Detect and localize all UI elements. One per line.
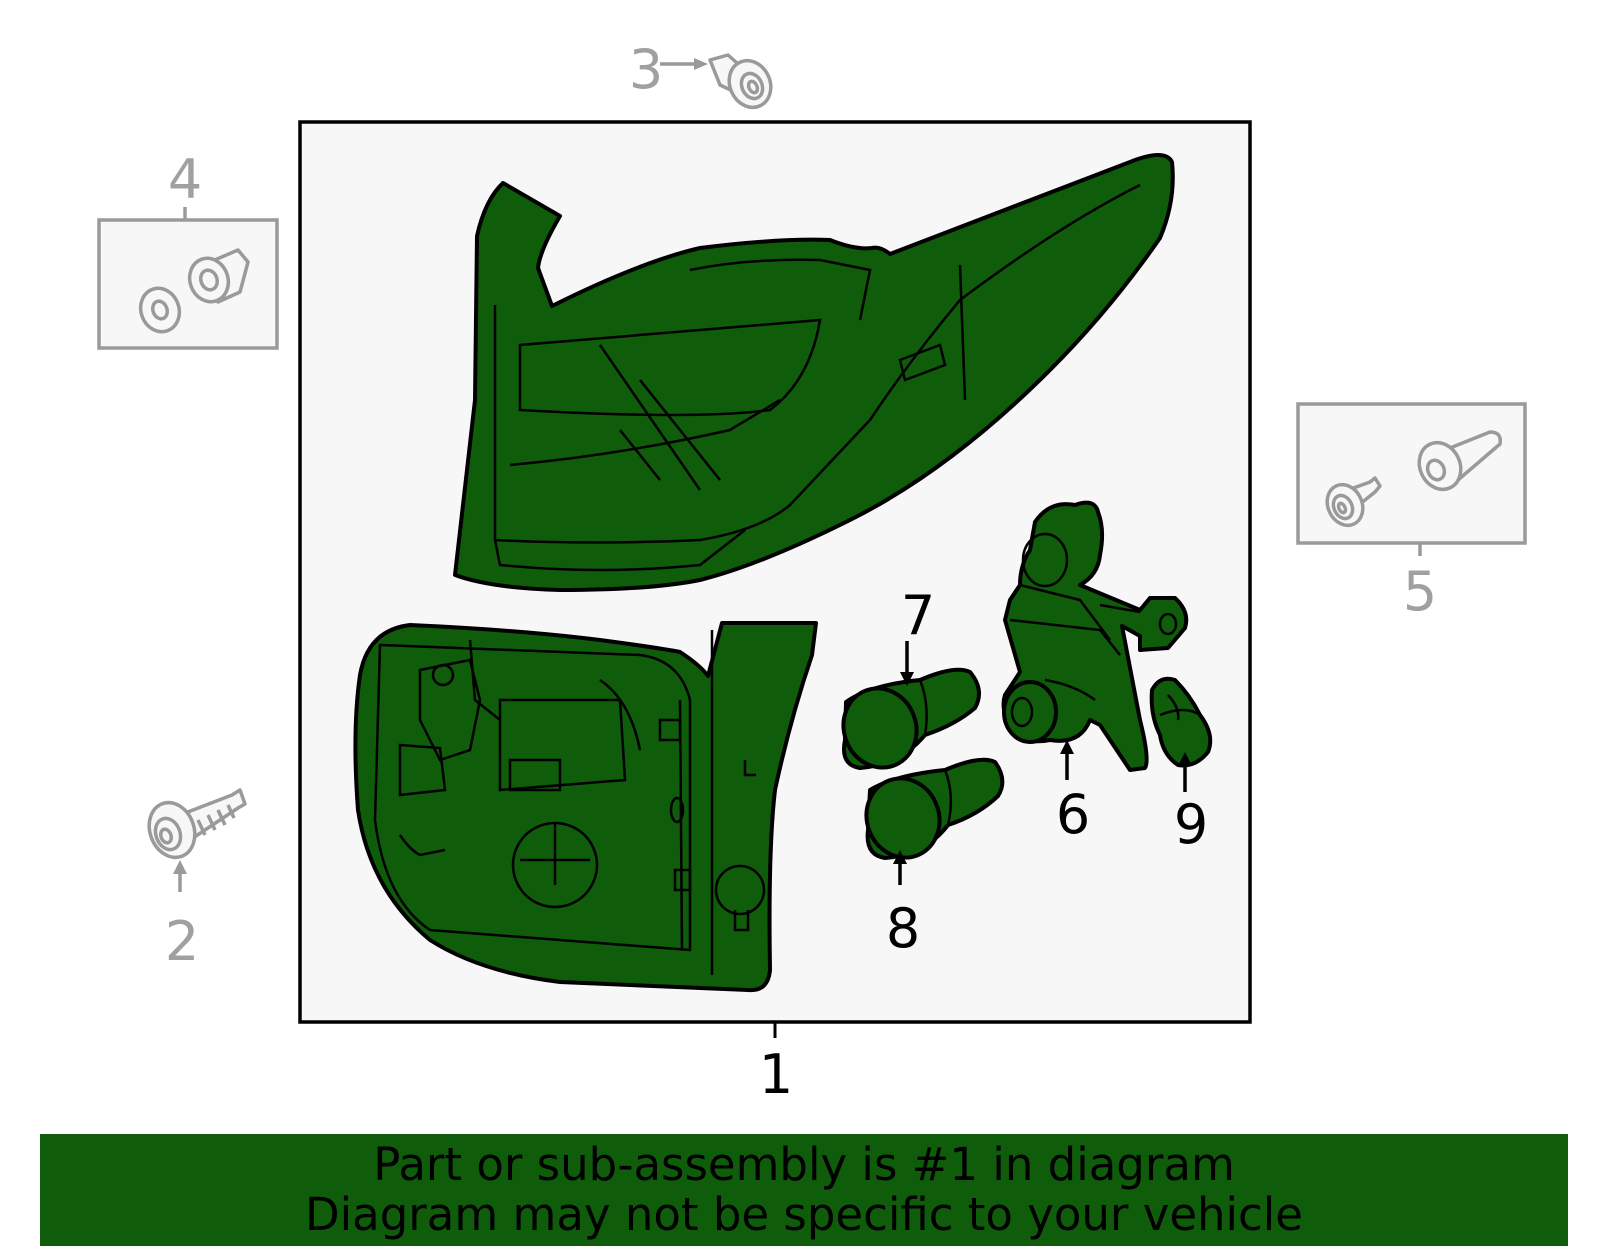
callout-7: 7 (901, 584, 935, 647)
bulb-8[interactable] (855, 757, 1005, 868)
hardware-2[interactable] (142, 788, 247, 892)
callout-1: 1 (759, 1043, 793, 1106)
callout-9: 9 (1174, 793, 1208, 856)
callout-6: 6 (1056, 783, 1090, 846)
banner-line-2: Diagram may not be specific to your vehi… (305, 1188, 1303, 1241)
hardware-group-4[interactable] (97, 207, 279, 350)
disclaimer-banner: Part or sub-assembly is #1 in diagram Di… (40, 1134, 1568, 1246)
banner-line-1: Part or sub-assembly is #1 in diagram (373, 1138, 1235, 1191)
callout-8: 8 (886, 897, 920, 960)
callout-arrows-black (893, 641, 1192, 885)
bulb-7[interactable] (832, 667, 981, 778)
socket-6[interactable] (1001, 500, 1189, 772)
tail-lamp-lens[interactable] (453, 153, 1175, 592)
callout-2: 2 (165, 910, 199, 973)
callout-5: 5 (1403, 560, 1437, 623)
callout-3: 3 (629, 38, 663, 101)
hardware-3[interactable] (660, 53, 778, 114)
hardware-group-5[interactable] (1296, 402, 1527, 556)
callout-4: 4 (168, 148, 202, 211)
bulb-9[interactable] (1149, 676, 1213, 768)
tail-lamp-housing[interactable] (353, 621, 818, 993)
